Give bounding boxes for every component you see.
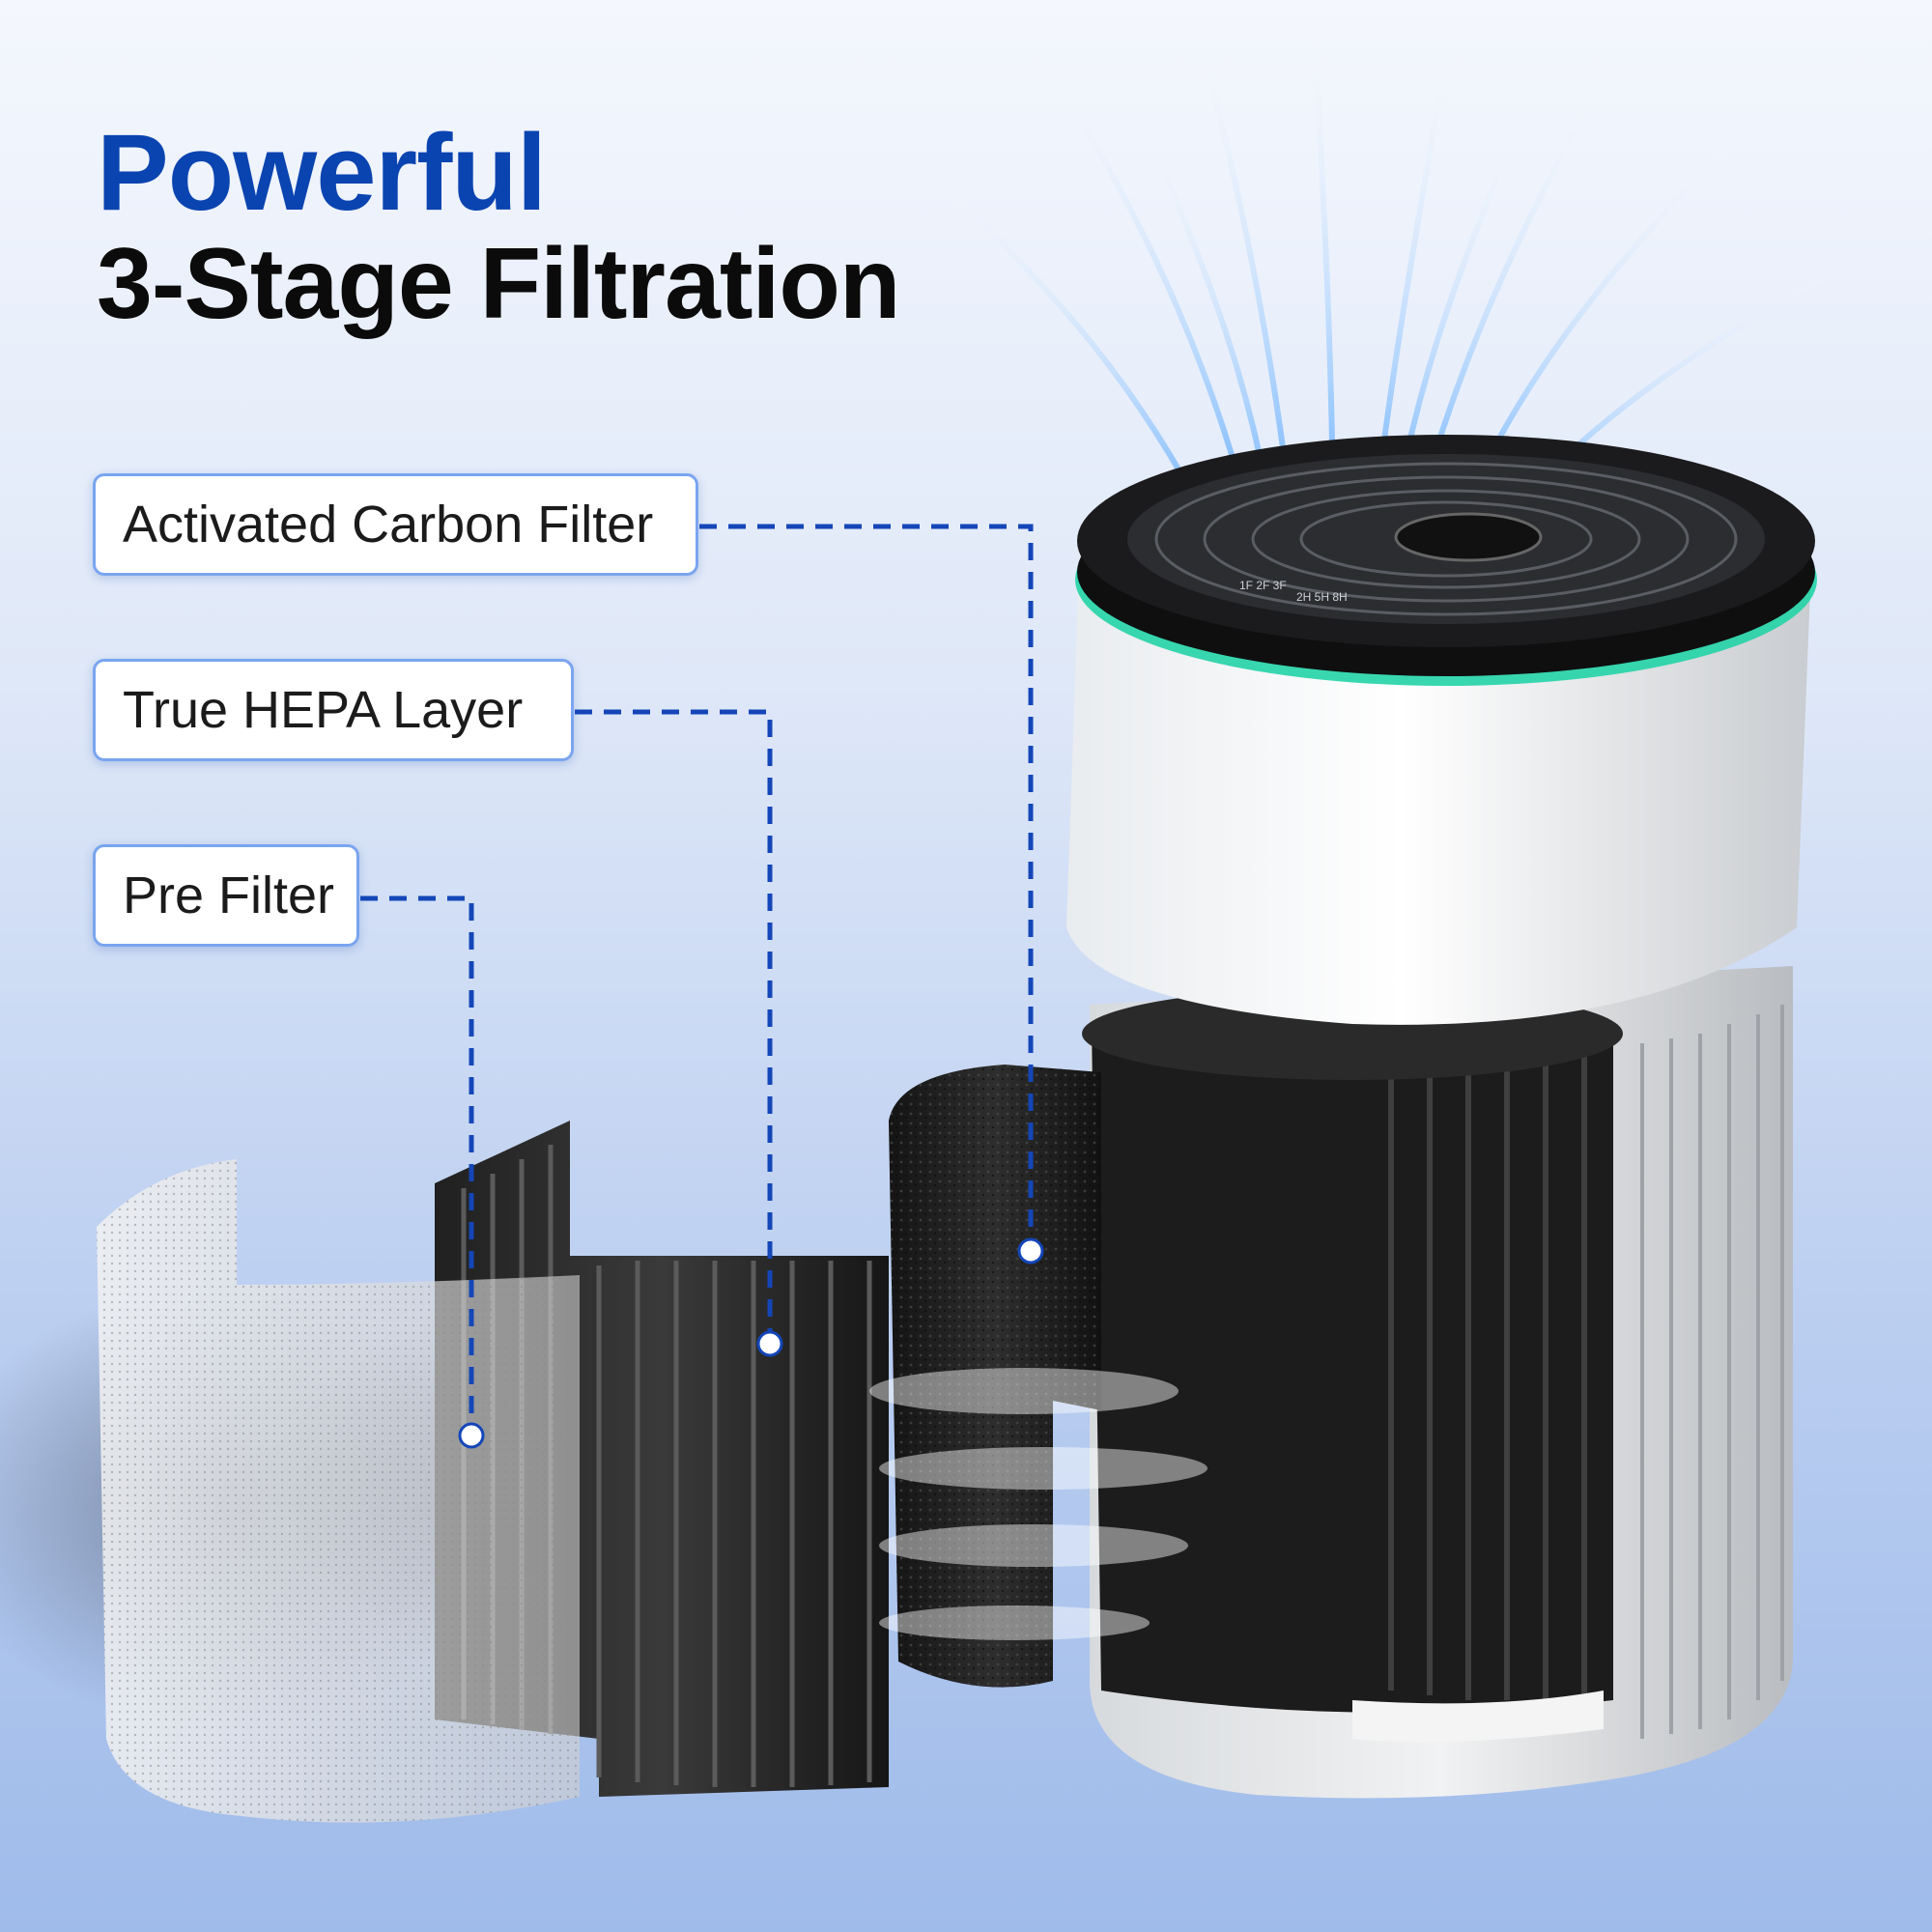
callout-dots [458, 1237, 1044, 1449]
airflow-through-filters [869, 1368, 1208, 1640]
label-pre-filter: Pre Filter [93, 844, 359, 947]
headline-accent: Powerful [97, 112, 547, 233]
purifier-top: 1F 2F 3F 2H 5H 8H [1066, 435, 1817, 1025]
callout-dot-hepa [756, 1330, 783, 1357]
fan-speed-marks: 1F 2F 3F [1239, 579, 1287, 592]
callout-line-hepa [575, 709, 773, 1344]
carbon-filter [889, 1065, 1101, 1688]
callout-line-carbon [699, 524, 1034, 1251]
purifier-body [1082, 966, 1793, 1799]
callout-lines [360, 524, 1034, 1435]
timer-marks: 2H 5H 8H [1296, 590, 1348, 604]
callout-dot-pre [458, 1422, 485, 1449]
headline: Powerful 3-Stage Filtration [97, 112, 900, 340]
label-activated-carbon-filter: Activated Carbon Filter [93, 473, 698, 576]
pre-filter-mesh [97, 1159, 580, 1823]
label-true-hepa-layer: True HEPA Layer [93, 659, 574, 761]
callout-dot-carbon [1017, 1237, 1044, 1264]
callout-line-pre [360, 895, 474, 1435]
control-panel: 1F 2F 3F 2H 5H 8H [1239, 579, 1348, 604]
headline-main: 3-Stage Filtration [97, 228, 900, 340]
